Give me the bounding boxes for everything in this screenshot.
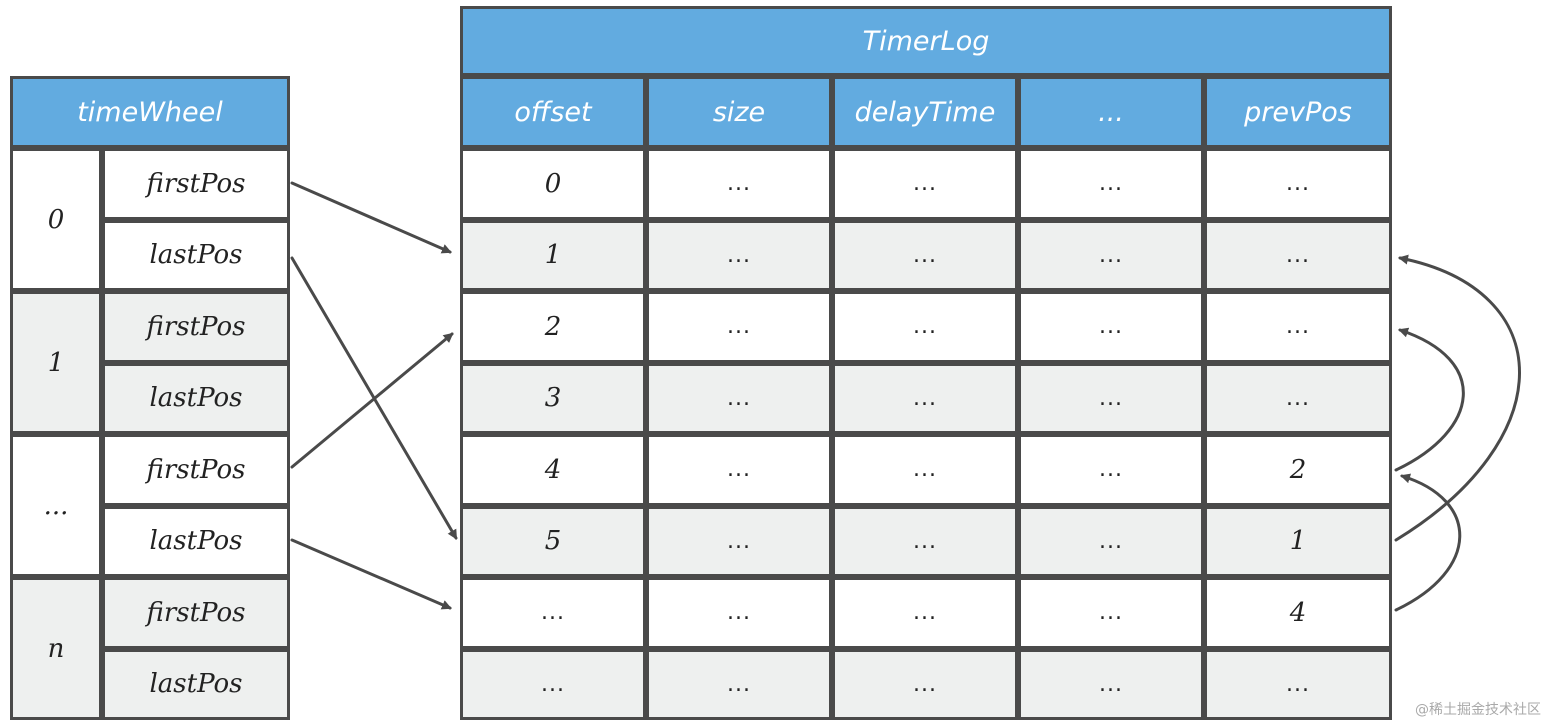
arrow-slotdots-last-to-row6 (290, 538, 452, 610)
timer-log-cell: ... (832, 577, 1018, 649)
column-header: size (646, 76, 832, 148)
timer-log-cell: ... (1204, 219, 1392, 291)
slot-index: ... (10, 434, 102, 577)
timer-log-cell: 1 (460, 219, 646, 291)
timer-log-cell: ... (1018, 291, 1204, 363)
slot-first-pos: firstPos (102, 434, 290, 506)
timer-log-cell: 2 (460, 291, 646, 363)
slot-last-pos: lastPos (102, 505, 290, 577)
timer-log-cell: 4 (460, 434, 646, 506)
slot-last-pos: lastPos (102, 648, 290, 720)
timer-log-cell: ... (646, 219, 832, 291)
timer-log-cell: 4 (1204, 577, 1392, 649)
arrow-slot0-first-to-row1 (290, 181, 452, 254)
timer-log-cell: ... (1018, 505, 1204, 577)
timer-log-cell: ... (832, 148, 1018, 220)
arrow-prev-row5-to-row1 (1394, 254, 1521, 542)
timer-log-cell: ... (1018, 362, 1204, 434)
slot-index: 1 (10, 291, 102, 434)
timer-log-cell: ... (1204, 362, 1392, 434)
timer-log-cell: ... (646, 648, 832, 720)
timer-log-cell: ... (646, 148, 832, 220)
slot-first-pos: firstPos (102, 291, 290, 363)
column-header: offset (460, 76, 646, 148)
timer-log-cell: ... (646, 362, 832, 434)
timer-log-cell: ... (1018, 577, 1204, 649)
timer-log-cell: 1 (1204, 505, 1392, 577)
timer-log-cell: ... (460, 648, 646, 720)
timer-log-cell: ... (832, 362, 1018, 434)
time-wheel-title: timeWheel (10, 76, 290, 148)
slot-last-pos: lastPos (102, 219, 290, 291)
timer-log-title: TimerLog (460, 6, 1392, 76)
timer-log-cell: ... (1018, 148, 1204, 220)
timer-log-cell: 0 (460, 148, 646, 220)
timer-log-cell: ... (832, 505, 1018, 577)
timer-log-cell: ... (646, 505, 832, 577)
column-header: prevPos (1204, 76, 1392, 148)
timer-log-cell: ... (646, 577, 832, 649)
timer-log-cell: ... (832, 219, 1018, 291)
timer-log-cell: 3 (460, 362, 646, 434)
slot-first-pos: firstPos (102, 148, 290, 220)
arrow-slotdots-first-to-row2 (290, 332, 454, 469)
timer-log-cell: ... (1204, 148, 1392, 220)
timer-log-cell: ... (1018, 434, 1204, 506)
timer-log-cell: 2 (1204, 434, 1392, 506)
timer-log-cell: 5 (460, 505, 646, 577)
slot-index: 0 (10, 148, 102, 291)
timer-log-cell: ... (1204, 648, 1392, 720)
arrow-prev-row6-to-row4 (1394, 473, 1462, 612)
slot-index: n (10, 577, 102, 720)
slot-first-pos: firstPos (102, 577, 290, 649)
column-header: ... (1018, 76, 1204, 148)
timer-log-cell: ... (460, 577, 646, 649)
timer-log-cell: ... (646, 434, 832, 506)
timer-log-cell: ... (832, 434, 1018, 506)
timer-log-cell: ... (646, 291, 832, 363)
timer-log-cell: ... (832, 291, 1018, 363)
timer-log-cell: ... (1018, 219, 1204, 291)
column-header: delayTime (832, 76, 1018, 148)
arrow-slot0-last-to-row5 (290, 256, 458, 540)
watermark: @稀土掘金技术社区 (1415, 702, 1541, 718)
timer-log-cell: ... (1204, 291, 1392, 363)
slot-last-pos: lastPos (102, 362, 290, 434)
timer-log-cell: ... (1018, 648, 1204, 720)
arrow-prev-row4-to-row2 (1394, 327, 1465, 472)
timer-log-cell: ... (832, 648, 1018, 720)
